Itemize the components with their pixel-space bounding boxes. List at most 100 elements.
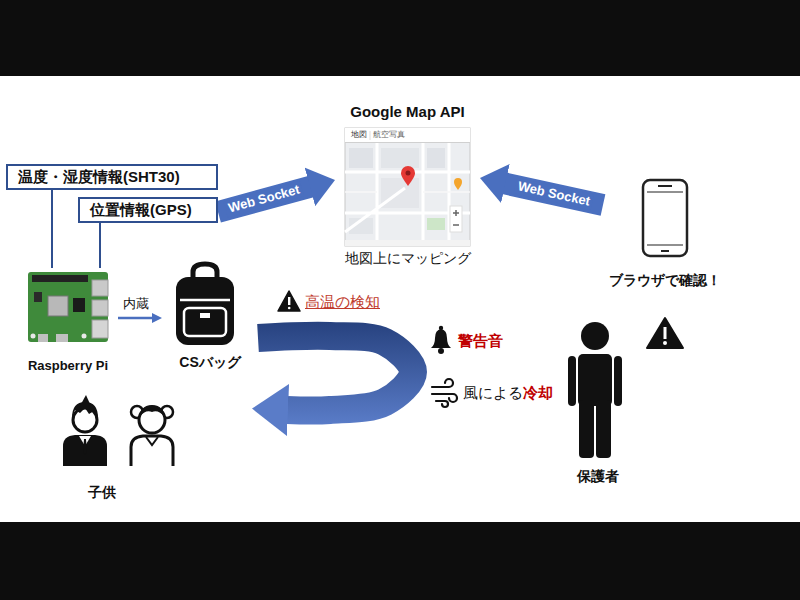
warning-icon <box>663 341 667 345</box>
arrow-connector <box>118 317 153 320</box>
node-label: Google Map API <box>350 102 464 122</box>
girl-icon <box>131 405 173 466</box>
smartphone-icon <box>658 185 672 187</box>
backpack-icon <box>180 299 230 302</box>
map-screenshot <box>345 240 470 246</box>
map-screenshot <box>454 178 462 190</box>
raspberry-pi-board <box>38 334 48 342</box>
boy-icon <box>83 439 87 455</box>
raspberry-pi-board <box>73 298 85 312</box>
top-band <box>0 0 800 76</box>
protocol-label: Web Socket <box>513 178 594 211</box>
smartphone-icon <box>661 250 669 252</box>
warning-icon <box>647 318 683 348</box>
node-label: CSバッグ <box>179 352 240 372</box>
edge-label: 内蔵 <box>121 295 151 313</box>
girl-icon <box>139 405 165 417</box>
bag-node: CSバッグ <box>162 262 258 372</box>
bell-icon <box>431 329 451 348</box>
map-screenshot <box>370 131 371 140</box>
map-screenshot <box>453 210 459 225</box>
raspberry-pi-board <box>82 334 87 339</box>
warning-icon <box>288 307 291 310</box>
warning-icon <box>288 297 290 305</box>
guardian-icon <box>614 356 622 406</box>
boy-icon <box>63 435 107 466</box>
node-label: 位置情報(GPS) <box>90 200 192 220</box>
node-label: 子供 <box>88 482 116 502</box>
raspberry-pi-board <box>28 272 108 342</box>
boy-icon <box>81 395 90 404</box>
warning-icon <box>647 318 683 348</box>
map-screenshot <box>427 218 445 230</box>
node-label: 保護者 <box>577 466 619 486</box>
raspberry-pi-board <box>48 296 68 316</box>
smartphone-icon <box>643 180 687 256</box>
guardian-icon <box>568 322 622 458</box>
bell-icon <box>431 326 451 354</box>
raspberry-pi-board <box>31 334 36 339</box>
cooling-text: 冷却 <box>523 383 553 403</box>
warning-icon <box>664 327 667 339</box>
map-screenshot <box>345 128 470 246</box>
map-screenshot <box>345 191 470 193</box>
raspberry-pi-board <box>92 300 108 316</box>
smartphone-node: ブラウザで確認！ <box>603 178 727 290</box>
map-screenshot <box>345 142 470 240</box>
smartphone-icon <box>643 180 687 256</box>
raspberry-pi-board <box>28 272 108 342</box>
guardian-icon <box>568 356 576 406</box>
map-screenshot <box>349 148 373 168</box>
guardian-node: 保護者 <box>552 318 644 486</box>
alert-text: 高温の検知 <box>305 292 380 312</box>
map-tab: 地図 <box>351 130 367 140</box>
guardian-icon <box>578 354 612 406</box>
boy-icon <box>73 408 97 432</box>
sensor-box: 位置情報(GPS) <box>78 197 218 223</box>
feedback-arrow <box>258 336 413 411</box>
node-caption: 地図上にマッピング <box>345 248 471 268</box>
backpack-icon <box>184 308 226 336</box>
raspberry-pi-board <box>34 292 42 302</box>
backpack-icon <box>176 277 234 345</box>
wind-icon <box>432 379 453 387</box>
guardian-icon <box>596 400 611 458</box>
protocol-label: Web Socket <box>224 181 305 217</box>
raspberry-pi-node: Raspberry Pi <box>18 268 118 376</box>
boy-icon <box>63 395 107 466</box>
map-tab: 航空写真 <box>373 130 405 140</box>
wire-line <box>99 223 101 268</box>
raspberry-pi-board <box>92 320 108 338</box>
guardian-icon <box>579 400 594 458</box>
map-node: Google Map API 地図上にマッピング <box>335 102 480 268</box>
boy-icon <box>72 402 98 418</box>
children-node: 子供 <box>52 396 252 502</box>
map-screenshot <box>450 206 462 232</box>
cooling-text: 風による <box>463 383 523 403</box>
node-label: Raspberry Pi <box>28 356 108 376</box>
backpack-icon <box>176 264 234 345</box>
raspberry-pi-board <box>56 334 68 342</box>
girl-icon <box>146 437 158 445</box>
map-screenshot <box>345 128 470 246</box>
raspberry-pi-board <box>92 280 108 296</box>
girl-icon <box>131 436 173 466</box>
warning-icon <box>278 291 300 311</box>
slide-ground <box>0 76 800 522</box>
wind-icon <box>436 401 448 407</box>
wind-icon <box>432 379 457 407</box>
node-label: ブラウザで確認！ <box>609 270 721 290</box>
map-screenshot <box>381 148 419 168</box>
map-screenshot <box>345 128 470 142</box>
map-screenshot <box>401 166 415 186</box>
warning-icon <box>278 291 300 311</box>
backpack-icon <box>200 313 210 318</box>
guardian-icon <box>581 322 609 350</box>
bottom-band <box>0 522 800 600</box>
alert-text: 警告音 <box>458 331 503 351</box>
map-screenshot <box>427 148 445 168</box>
bell-icon <box>438 348 444 354</box>
smartphone-icon <box>647 192 683 245</box>
